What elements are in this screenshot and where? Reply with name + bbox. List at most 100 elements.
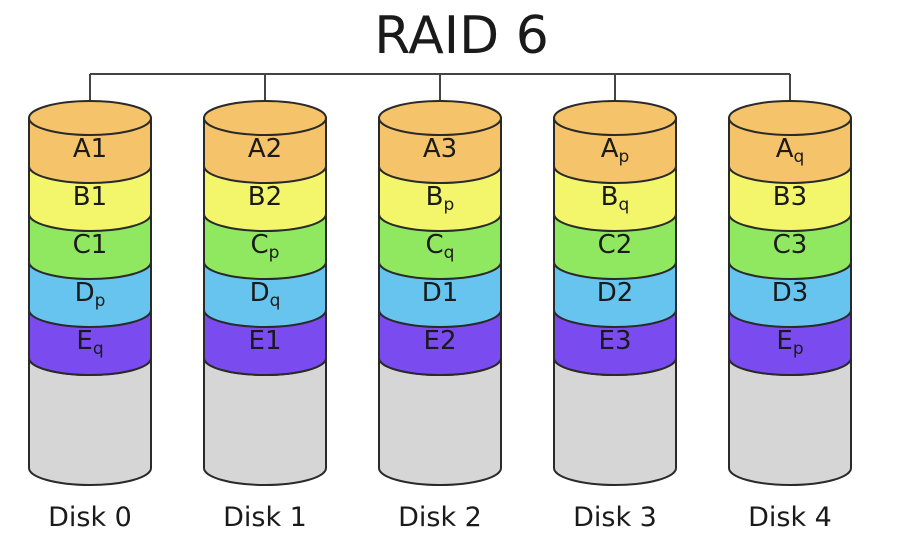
block-main-letter: C	[772, 230, 791, 260]
block-number: 3	[791, 278, 809, 308]
disk-4-block-d	[728, 261, 852, 328]
disk-3-block-d	[553, 261, 677, 328]
disk-4-block-label-d: D3	[729, 278, 851, 308]
block-number: 2	[439, 326, 457, 356]
disk-2-free-space	[378, 357, 502, 486]
disk-0-block-c	[28, 213, 152, 280]
block-number: 2	[616, 278, 634, 308]
block-main-letter: B	[600, 182, 619, 212]
block-parity-subscript: q	[92, 339, 104, 359]
disk-label-2: Disk 2	[398, 502, 482, 533]
disk-3-block-label-d: D2	[554, 278, 676, 308]
disk-1-block-label-b: B2	[204, 182, 326, 212]
disk-2-block-d	[378, 261, 502, 328]
block-number: 1	[441, 278, 459, 308]
disk-2-block-label-a: A3	[379, 134, 501, 164]
disk-0-block-label-b: B1	[29, 182, 151, 212]
disk-4-block-label-b: B3	[729, 182, 851, 212]
block-main-letter: C	[250, 230, 269, 260]
block-number: 3	[440, 134, 458, 164]
block-main-letter: B	[425, 182, 444, 212]
disk-0-block-label-d: Dp	[29, 278, 151, 311]
disk-1-top-cap	[203, 100, 327, 136]
disk-2-block-c	[378, 213, 502, 280]
block-parity-subscript: p	[618, 147, 630, 167]
disk-2-block-label-d: D1	[379, 278, 501, 308]
diagram-title: RAID 6	[374, 6, 549, 66]
disk-label-1: Disk 1	[223, 502, 307, 533]
disk-label-4: Disk 4	[748, 502, 832, 533]
disk-3-block-c	[553, 213, 677, 280]
disk-2-top-cap	[378, 100, 502, 136]
disk-4-block-b	[728, 165, 852, 232]
disk-1-block-e	[203, 309, 327, 376]
disk-4-block-label-a: Aq	[729, 134, 851, 167]
block-main-letter: D	[596, 278, 617, 308]
block-number: 2	[615, 230, 633, 260]
block-main-letter: C	[597, 230, 616, 260]
disk-0-block-d	[28, 261, 152, 328]
disk-4-block-label-c: C3	[729, 230, 851, 260]
block-main-letter: B	[72, 182, 91, 212]
block-main-letter: D	[421, 278, 442, 308]
disk-0-block-b	[28, 165, 152, 232]
block-parity-subscript: q	[618, 195, 630, 215]
disk-0-block-a	[28, 117, 152, 184]
block-main-letter: A	[247, 134, 266, 164]
disk-0-block-label-a: A1	[29, 134, 151, 164]
disk-3-block-label-a: Ap	[554, 134, 676, 167]
block-main-letter: E	[248, 326, 265, 356]
block-parity-subscript: p	[443, 195, 455, 215]
block-parity-subscript: p	[268, 243, 280, 263]
block-number: 1	[90, 134, 108, 164]
disk-1-block-label-a: A2	[204, 134, 326, 164]
disk-3-block-e	[553, 309, 677, 376]
block-number: 1	[90, 182, 108, 212]
disk-4-block-c	[728, 213, 852, 280]
block-main-letter: A	[600, 134, 619, 164]
disk-label-3: Disk 3	[573, 502, 657, 533]
block-parity-subscript: q	[269, 291, 281, 311]
block-number: 3	[790, 230, 808, 260]
disk-4-free-space	[728, 357, 852, 486]
block-main-letter: A	[775, 134, 794, 164]
block-number: 3	[790, 182, 808, 212]
disk-1-block-label-c: Cp	[204, 230, 326, 263]
disk-1-free-space	[203, 357, 327, 486]
block-number: 2	[265, 134, 283, 164]
disk-3-free-space	[553, 357, 677, 486]
disk-1-block-c	[203, 213, 327, 280]
disk-3-block-label-e: E3	[554, 326, 676, 356]
disk-1-block-a	[203, 117, 327, 184]
block-main-letter: C	[72, 230, 91, 260]
disk-0-top-cap	[28, 100, 152, 136]
disk-4-top-cap	[728, 100, 852, 136]
block-number: 1	[90, 230, 108, 260]
disk-3-block-a	[553, 117, 677, 184]
disk-0-free-space	[28, 357, 152, 486]
block-parity-subscript: q	[443, 243, 455, 263]
disk-1-block-d	[203, 261, 327, 328]
disk-2-block-b	[378, 165, 502, 232]
block-parity-subscript: p	[792, 339, 804, 359]
block-main-letter: E	[423, 326, 440, 356]
disk-3-block-b	[553, 165, 677, 232]
disk-2-block-e	[378, 309, 502, 376]
disk-label-0: Disk 0	[48, 502, 132, 533]
disk-3-top-cap	[553, 100, 677, 136]
disk-4-block-e	[728, 309, 852, 376]
block-number: 1	[264, 326, 282, 356]
block-parity-subscript: q	[793, 147, 805, 167]
block-main-letter: E	[598, 326, 615, 356]
disk-2-block-label-b: Bp	[379, 182, 501, 215]
disk-0-block-label-e: Eq	[29, 326, 151, 359]
block-main-letter: D	[74, 278, 95, 308]
disk-1-block-label-d: Dq	[204, 278, 326, 311]
disk-2-block-label-c: Cq	[379, 230, 501, 263]
disk-4-block-a	[728, 117, 852, 184]
block-main-letter: A	[72, 134, 91, 164]
block-main-letter: E	[76, 326, 93, 356]
block-parity-subscript: p	[94, 291, 106, 311]
